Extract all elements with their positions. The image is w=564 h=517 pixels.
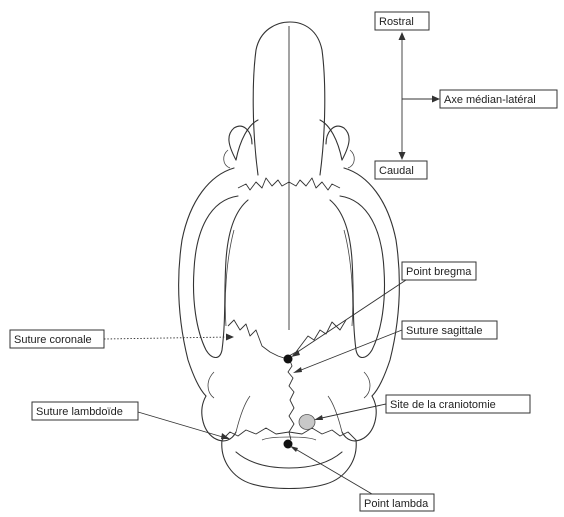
- craniotomy-site: [299, 415, 315, 430]
- label-median-lateral: Axe médian-latéral: [440, 90, 557, 108]
- label-rostral-text: Rostral: [379, 16, 414, 28]
- label-point-lambda-text: Point lambda: [364, 498, 429, 510]
- label-suture-lambdoide-text: Suture lambdoïde: [36, 406, 123, 418]
- bregma-point: [284, 355, 293, 364]
- label-suture-coronale-text: Suture coronale: [14, 334, 92, 346]
- orientation-compass: [399, 32, 441, 160]
- sutures: [222, 26, 356, 440]
- leader-lines: [104, 280, 406, 494]
- label-suture-sagittale: Suture sagittale: [402, 321, 497, 339]
- label-median-lateral-text: Axe médian-latéral: [444, 94, 536, 106]
- label-suture-sagittale-text: Suture sagittale: [406, 325, 482, 337]
- label-site-craniotomie: Site de la craniotomie: [386, 395, 530, 413]
- label-caudal: Caudal: [375, 161, 427, 179]
- label-point-lambda: Point lambda: [360, 494, 434, 511]
- label-site-craniotomie-text: Site de la craniotomie: [390, 399, 496, 411]
- label-point-bregma: Point bregma: [402, 262, 476, 280]
- label-caudal-text: Caudal: [379, 165, 414, 177]
- label-rostral: Rostral: [375, 12, 429, 30]
- label-point-bregma-text: Point bregma: [406, 266, 472, 278]
- label-suture-lambdoide: Suture lambdoïde: [32, 402, 138, 420]
- label-suture-coronale: Suture coronale: [10, 330, 104, 348]
